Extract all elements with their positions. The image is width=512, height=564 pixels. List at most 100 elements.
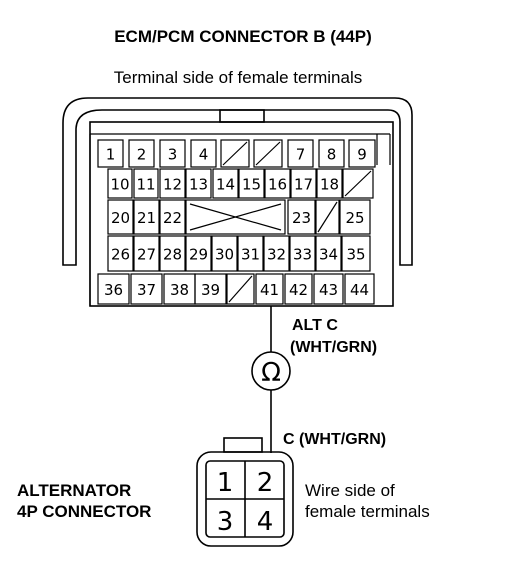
ecm-pin-cell [107,168,133,199]
alt-connector-label-line2: 4P CONNECTOR [17,502,151,521]
ecm-pin-33: 33 [293,246,312,264]
ecm-pin-cell [159,139,186,168]
unused-cavity-slash [344,170,372,197]
ecm-pin-cell [339,199,371,235]
ecm-pin-25: 25 [345,209,364,227]
ecm-pin-44: 44 [350,281,369,299]
ecm-pin-cell [237,235,264,272]
ecm-pin-cell [97,273,130,305]
diagram-title: ECM/PCM CONNECTOR B (44P) [114,27,372,46]
ecm-pin-cell [316,168,343,199]
ecm-pin-cell [159,199,186,235]
ecm-pin-28: 28 [163,246,182,264]
ecm-pin-10: 10 [110,176,129,194]
alt-connector-body [196,451,294,547]
ecm-pin-18: 18 [320,176,339,194]
ecm-pin-4: 4 [199,146,209,164]
ecm-pin-cell [290,168,317,199]
ecm-pin-11: 11 [136,176,155,194]
ecm-pin-9: 9 [357,146,367,164]
ecm-pin-37: 37 [137,281,156,299]
ecm-pin-23: 23 [292,209,311,227]
ecm-pin-36: 36 [104,281,123,299]
wire-label-alt-c: ALT C [292,317,338,334]
ecm-pin-26: 26 [111,246,130,264]
unused-cavity-slash [317,201,338,233]
ecm-pin-27: 27 [137,246,156,264]
ecm-pin-cell [185,235,212,272]
ecm-pin-cell [159,235,186,272]
ecm-cavity-unused [342,168,374,199]
ecm-pin-cell [133,199,160,235]
ecm-pin-cell [263,235,290,272]
ecm-cavity-unused [253,139,283,168]
ecm-pin-cell [289,235,316,272]
ecm-pin-cell [190,139,217,168]
ecm-locking-tab [219,109,265,123]
unused-cavity-slash [222,141,248,166]
ecm-connector-housing [62,97,413,307]
ecm-pin-cell [341,235,371,272]
ecm-pin-30: 30 [215,246,234,264]
diagram-subtitle: Terminal side of female terminals [114,68,362,87]
alt-locking-tab [223,437,263,453]
ecm-pin-32: 32 [267,246,286,264]
ecm-pin-1: 1 [106,146,116,164]
ecm-pin-12: 12 [163,176,182,194]
ecm-pin-cell [238,168,265,199]
unused-cavity-slash [228,275,253,303]
alt-pin-1: 1 [217,468,234,498]
ecm-pin-cell [133,235,160,272]
wire-color-top: (WHT/GRN) [290,339,377,356]
ecm-pin-16: 16 [268,176,287,194]
wire-side-label-line2: female terminals [305,502,430,521]
ecm-pin-7: 7 [296,146,306,164]
ecm-pin-cell [284,273,313,305]
ecm-pin-cell [344,273,375,305]
alt-pin-2: 2 [257,468,274,498]
ecm-cavity-unused [315,199,340,235]
ecm-pin-cell [287,199,316,235]
ecm-pin-29: 29 [189,246,208,264]
ecm-cavity-blanked-cross [185,199,286,235]
ecm-pin-cell [287,139,314,168]
ecm-pin-cell [107,199,134,235]
ecm-pin-cell [97,139,124,168]
ecm-pin-cell [128,139,155,168]
ecm-pin-35: 35 [346,246,365,264]
ecm-pin-cell [185,168,212,199]
ecm-pin-cell [318,139,345,168]
ecm-pin-cell [159,168,186,199]
alternator-connector: 1 2 3 4 [196,437,294,547]
wire-label-c: C (WHT/GRN) [283,431,386,448]
ecm-pin-34: 34 [319,246,338,264]
ecm-pin-42: 42 [289,281,308,299]
wire-side-label-line1: Wire side of [305,481,395,500]
ecm-pin-3: 3 [168,146,178,164]
ecm-pin-21: 21 [137,209,156,227]
alt-pin-3: 3 [217,507,234,537]
ecm-pin-31: 31 [241,246,260,264]
ecm-pin-cell [107,235,134,272]
ohm-symbol: Ω [261,358,281,388]
ecm-pin-2: 2 [137,146,147,164]
ecm-pin-cell [255,273,284,305]
ecm-pin-cell [211,235,238,272]
ecm-pin-14: 14 [216,176,235,194]
ecm-pin-cell [130,273,163,305]
ecm-pin-43: 43 [319,281,338,299]
unused-cavity-slash [255,141,281,166]
blanked-cavity-cross-line [189,203,282,231]
ecm-pin-13: 13 [189,176,208,194]
alt-connector-label-line1: ALTERNATOR [17,481,131,500]
ecm-pin-41: 41 [260,281,279,299]
ecm-cavity-unused [220,139,250,168]
ecm-cavity-unused [226,273,255,305]
ecm-pin-39: 39 [201,281,220,299]
ecm-pin-cell [133,168,159,199]
ecm-pin-38: 38 [170,281,189,299]
ecm-pin-cell [264,168,291,199]
ecm-pin-cell [313,273,344,305]
